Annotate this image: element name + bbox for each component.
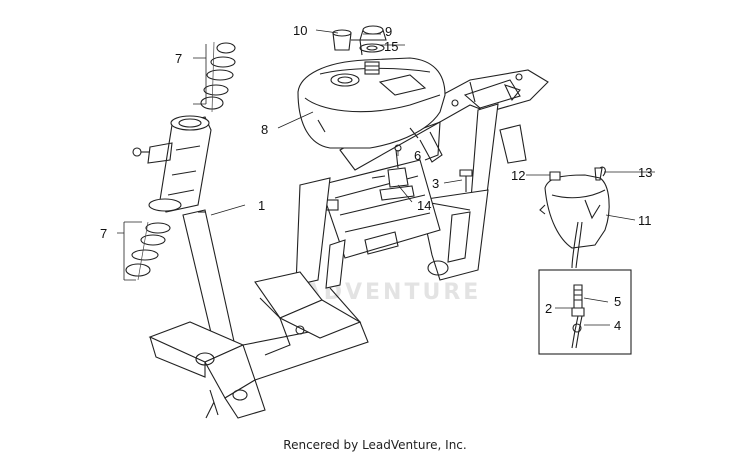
main-frame [254, 69, 549, 356]
callout-9: 9 [385, 24, 392, 39]
callout-2: 2 [545, 301, 552, 316]
callout-3: 3 [432, 176, 439, 191]
callout-7-bottom: 7 [100, 226, 107, 241]
fuel-tank [297, 57, 446, 149]
callout-12: 12 [511, 168, 525, 183]
hose-detail [538, 269, 632, 355]
callout-8: 8 [261, 122, 268, 137]
steering-column [132, 115, 369, 419]
callout-15: 15 [384, 39, 398, 54]
leader-lines [117, 29, 655, 326]
oil-reservoir [539, 166, 610, 269]
bearing-stack-bottom [125, 221, 171, 281]
callout-11: 11 [638, 213, 652, 228]
callout-13: 13 [638, 165, 652, 180]
callouts: 1 2 3 4 5 6 7 7 8 9 10 11 12 13 14 15 [100, 23, 652, 333]
render-credit: Rencered by LeadVenture, Inc. [283, 438, 467, 452]
fuel-cap [332, 25, 387, 56]
callout-14: 14 [417, 198, 431, 213]
bearing-stack-top [200, 41, 236, 113]
callout-1: 1 [258, 198, 265, 213]
fuel-sensor [371, 144, 415, 201]
bolt [459, 169, 473, 192]
callout-4: 4 [614, 318, 621, 333]
callout-7-top: 7 [175, 51, 182, 66]
callout-5: 5 [614, 294, 621, 309]
callout-6: 6 [414, 148, 421, 163]
callout-10: 10 [293, 23, 307, 38]
